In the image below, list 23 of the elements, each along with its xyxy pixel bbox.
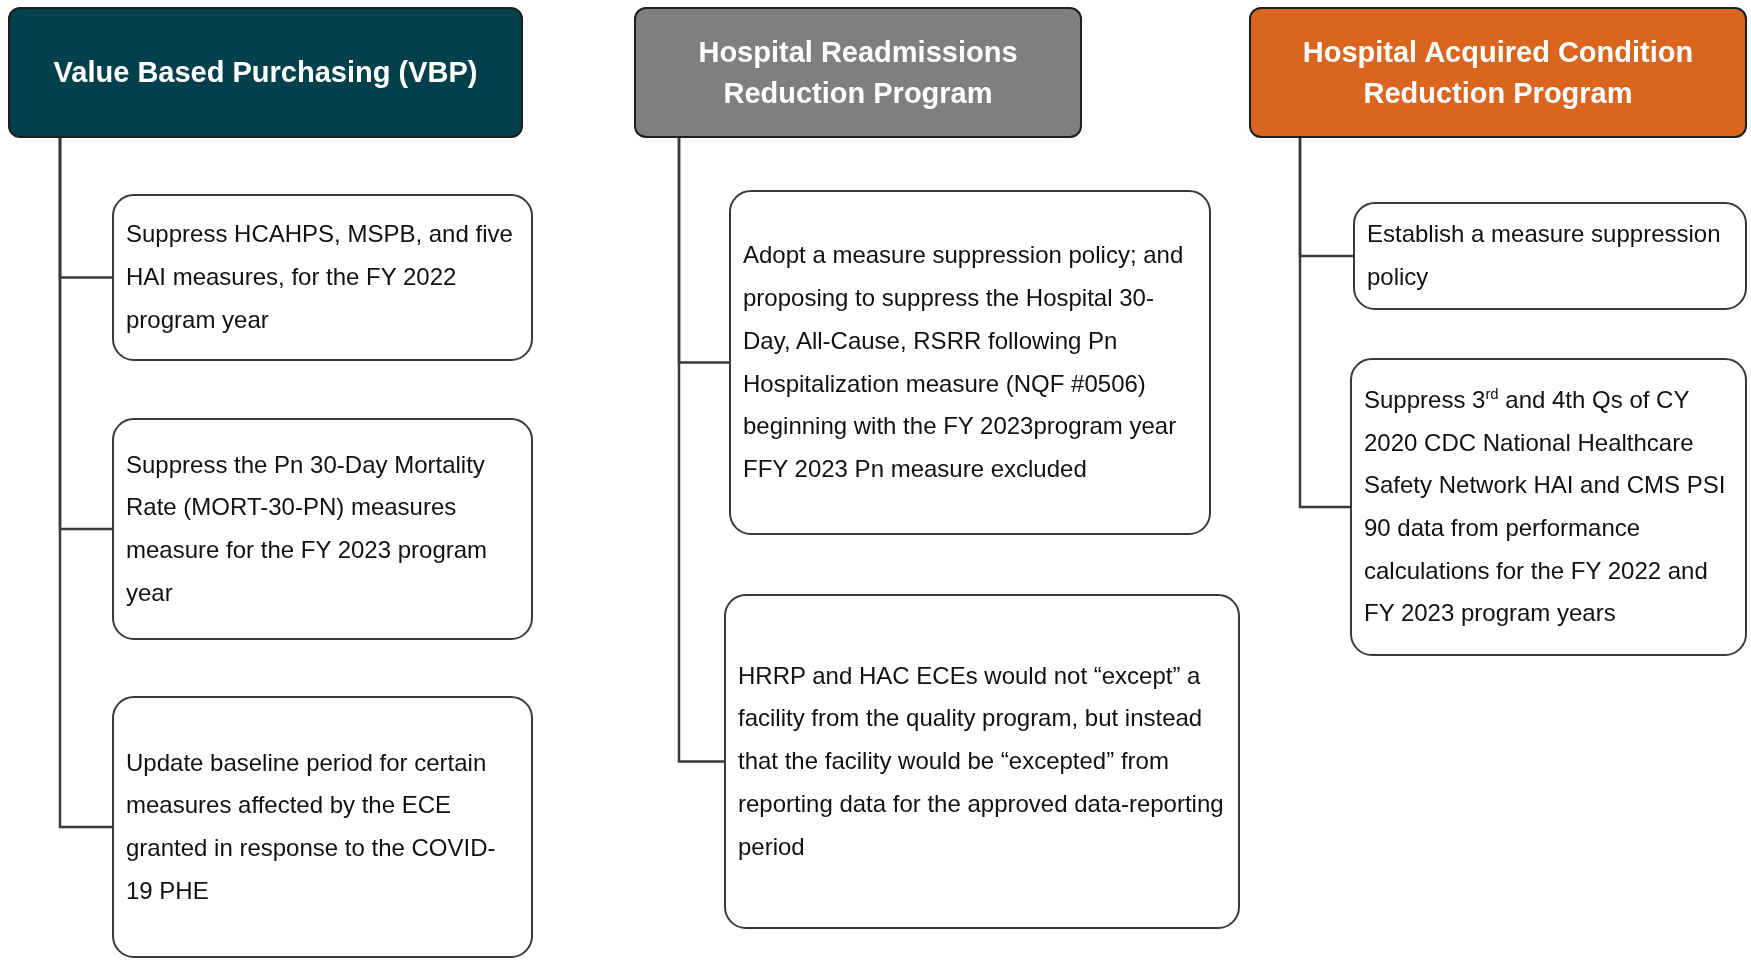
program-title: Hospital Readmissions Reduction Program [697, 34, 1019, 111]
measure-text: Adopt a measure suppression policy; and proposing to suppress the Hospital 30-Day, All-Cause, RSRR following Pn Hospitalization measure (NQF #0506) beginning with the FY 2023program year FFY 2023 Pn measure excluded [743, 240, 1185, 484]
program-header-box [8, 7, 523, 138]
program-title: Value Based Purchasing (VBP) [53, 55, 478, 91]
measure-text: Establish a measure suppression policy [1367, 219, 1722, 292]
measure-box [729, 190, 1211, 535]
program-header-box [634, 7, 1082, 138]
measure-box [1350, 358, 1747, 656]
connector-line [1298, 138, 1350, 509]
program-title: Hospital Acquired Condition Reduction Program [1301, 34, 1695, 111]
measure-box [724, 594, 1240, 929]
measure-text: Update baseline period for certain measures affected by the ECE granted in response to the COVID-19 PHE [126, 747, 497, 906]
measure-box [112, 194, 533, 361]
connector-line [58, 138, 112, 829]
measure-box [112, 418, 533, 640]
connector-line [677, 138, 724, 763]
measure-text: Suppress HCAHPS, MSPB, and five HAI measures, for the FY 2022 program year [126, 219, 514, 335]
measure-text: Suppress the Pn 30-Day Mortality Rate (MORT-30-PN) measures measure for the FY 2023 program year [126, 449, 489, 608]
program-header-box [1249, 7, 1747, 138]
measure-text: Suppress 3$^{rd}$ and 4th Qs of CY 2020 CDC National Healthcare Safety Network HAI and CMS PSI 90 data from performance calculations for the FY 2022 and FY 2023 program years [1364, 384, 1727, 629]
measure-box [112, 696, 533, 958]
measure-box [1353, 202, 1747, 310]
measure-text: HRRP and HAC ECEs would not “except” a facility from the quality program, but instead that the facility would be “excepted” from reporting data for the approved data-reporting period [738, 660, 1225, 862]
